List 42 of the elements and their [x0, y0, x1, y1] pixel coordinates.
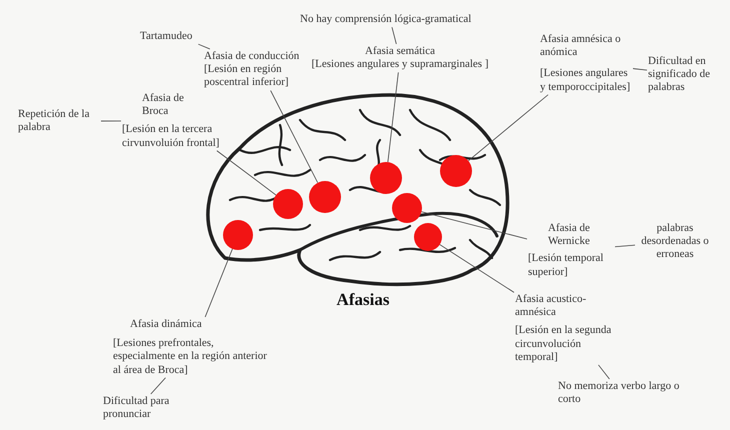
- diagram-title: Afasias: [336, 290, 390, 310]
- lesion-dot: [414, 223, 442, 251]
- aphasia-heading: Afasia dinámica: [129, 318, 203, 332]
- aphasia-heading: Afasia de Wernicke: [547, 222, 591, 248]
- symptom-text: No memoriza verbo largo o corto: [558, 380, 680, 406]
- leader-line: [632, 68, 648, 71]
- lesion-text: [Lesión en región poscentral inferior]: [204, 63, 290, 90]
- lesion-dot: [273, 189, 303, 219]
- symptom-text: palabras desordenadas o erroneas: [640, 222, 710, 262]
- leader-line: [150, 377, 166, 394]
- lesion-text: [Lesiones angulares y temporoccipitales]: [540, 67, 632, 94]
- lesion-dot: [223, 220, 253, 250]
- leader-line: [439, 244, 514, 293]
- symptom-text: Dificultad en significado de palabras: [648, 55, 712, 95]
- symptom-text: No hay comprensión lógica-gramatical: [300, 13, 472, 26]
- lesion-dot: [440, 155, 472, 187]
- lesion-dot: [309, 181, 341, 213]
- aphasia-heading: Afasia acustico-amnésica: [515, 293, 588, 320]
- leader-line: [100, 120, 122, 122]
- aphasia-heading: Afasia semática: [364, 45, 436, 58]
- leader-line: [198, 44, 210, 50]
- symptom-text: Repetición de la palabra: [18, 108, 90, 134]
- leader-line: [598, 364, 610, 380]
- lesion-dot: [392, 193, 422, 223]
- aphasia-heading: Afasia de conducción: [204, 50, 300, 64]
- lesion-dot: [370, 162, 402, 194]
- leader-line: [204, 248, 233, 318]
- lesion-text: [Lesión temporal superior]: [528, 252, 604, 279]
- leader-line: [614, 244, 636, 248]
- symptom-text: Tartamudeo: [140, 30, 194, 44]
- leader-line: [270, 90, 318, 184]
- lesion-text: [Lesión en la tercera cirvunvoluión frontal]: [122, 123, 220, 150]
- aphasia-heading: Afasia amnésica o anómica: [540, 33, 622, 60]
- symptom-text: Dificultad para pronunciar: [103, 395, 170, 422]
- leader-line: [468, 94, 548, 162]
- leader-line: [421, 211, 528, 240]
- aphasia-heading: Afasia de Broca: [141, 92, 185, 118]
- lesion-text: [Lesión en la segunda circunvolución temporal]: [515, 324, 612, 364]
- lesion-text: [Lesiones angulares y supramarginales ]: [310, 58, 490, 72]
- leader-line: [392, 26, 397, 44]
- leader-line: [387, 72, 399, 163]
- lesion-text: [Lesiones prefrontales, especialmente en la región anterior al área de Broca]: [113, 337, 268, 377]
